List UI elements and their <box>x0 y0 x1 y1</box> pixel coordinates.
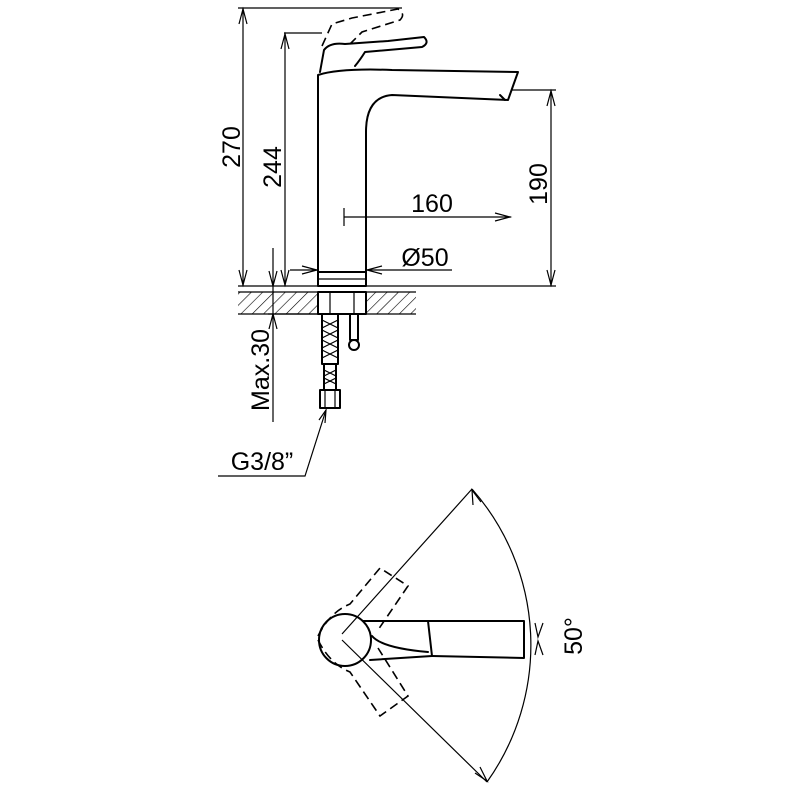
dimension-diameter-50: Ø50 <box>290 244 452 275</box>
dimension-244-label: 244 <box>259 146 287 188</box>
faucet-body <box>317 68 519 287</box>
angle-label: 50° <box>560 617 588 655</box>
thread-callout: G3/8” <box>218 407 327 477</box>
thread-label: G3/8” <box>231 448 294 476</box>
lever-open-position-2 <box>317 639 410 718</box>
dimension-190-label: 190 <box>525 163 553 205</box>
dimension-190: 190 <box>525 88 556 288</box>
top-view: 50° <box>317 488 588 783</box>
fixing-nut <box>317 291 367 315</box>
lever-handle-open <box>321 8 404 47</box>
fixing-rod <box>348 313 360 351</box>
top-handle <box>318 613 525 667</box>
dimension-160: 160 <box>343 190 513 226</box>
lever-handle <box>319 36 428 73</box>
lever-open-position <box>317 566 410 637</box>
angle-arc <box>341 488 544 783</box>
dimension-160-label: 160 <box>411 190 453 218</box>
dimension-max-30-label: Max.30 <box>247 329 275 411</box>
supply-hose <box>319 313 341 409</box>
side-view: 270 244 190 160 Ø50 <box>218 6 556 477</box>
dimension-max-30: Max.30 <box>247 248 278 422</box>
dimension-244: 244 <box>259 31 290 288</box>
dimension-diameter-50-label: Ø50 <box>401 244 448 272</box>
dimension-270-label: 270 <box>218 126 246 168</box>
countertop <box>238 291 416 315</box>
dimension-270: 270 <box>218 6 248 288</box>
